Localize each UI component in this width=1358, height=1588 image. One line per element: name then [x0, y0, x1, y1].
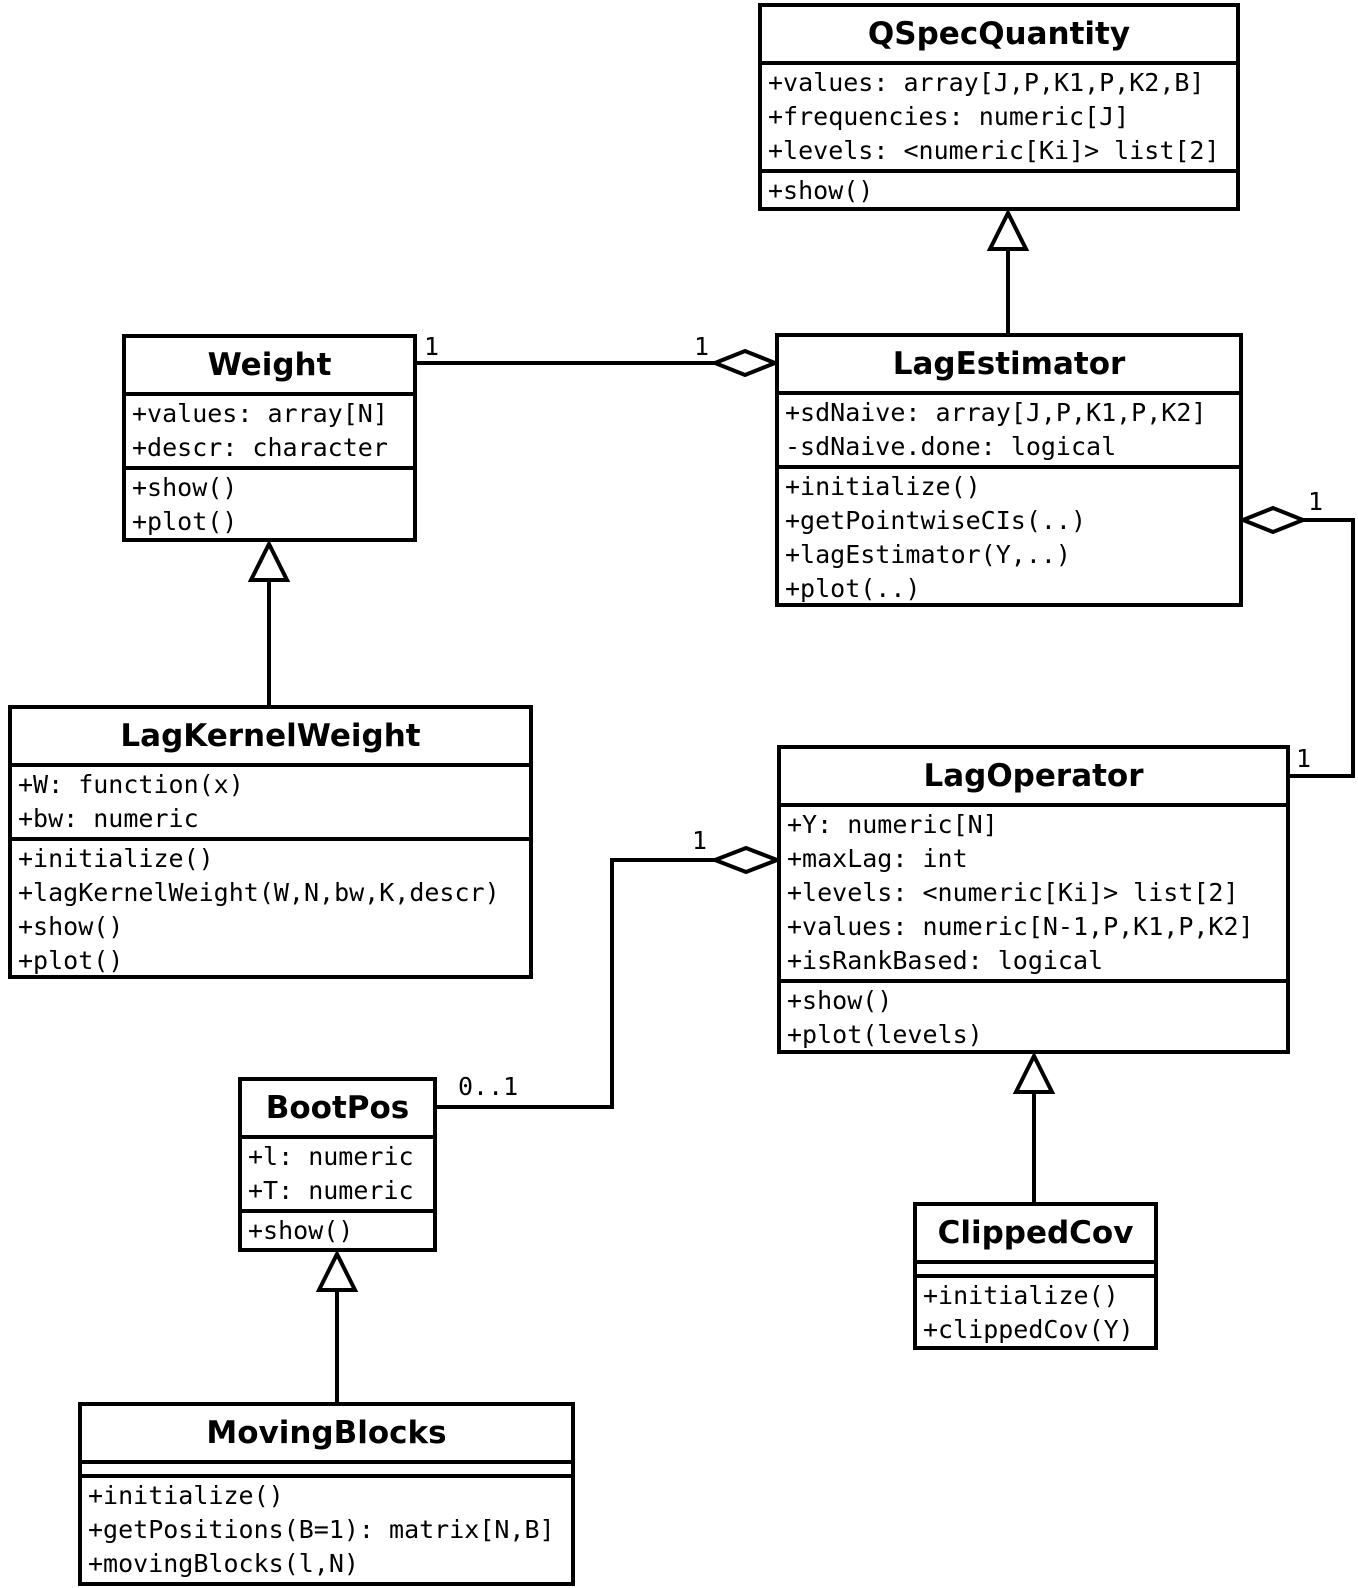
method-row: +show(): [132, 473, 238, 502]
attribute-row: +W: function(x): [18, 770, 244, 799]
method-row: +initialize(): [923, 1281, 1119, 1310]
class-name: Weight: [126, 338, 413, 396]
method-row: +getPositions(B=1): matrix[N,B]: [88, 1515, 555, 1544]
method-row: +show(): [18, 912, 124, 941]
multiplicity-label: 1: [694, 332, 710, 361]
inheritance-triangle-icon: [986, 208, 1030, 251]
attributes-compartment: +values: array[J,P,K1,P,K2,B] +frequenci…: [762, 65, 1236, 173]
method-row: +show(): [787, 986, 893, 1015]
multiplicity-label: 1: [1296, 744, 1312, 773]
attribute-row: +maxLag: int: [787, 844, 968, 873]
class-box-weight: Weight +values: array[N] +descr: charact…: [122, 334, 417, 542]
attributes-compartment-empty: [82, 1464, 571, 1478]
class-box-movingblocks: MovingBlocks +initialize() +getPositions…: [78, 1402, 575, 1586]
method-row: +show(): [768, 176, 874, 205]
class-name: LagKernelWeight: [12, 709, 529, 767]
methods-compartment: +show() +plot(levels): [781, 983, 1286, 1053]
attribute-row: +Y: numeric[N]: [787, 810, 998, 839]
aggregation-diamond-icon: [709, 348, 781, 378]
methods-compartment: +initialize() +getPointwiseCIs(..) +lagE…: [779, 469, 1239, 607]
attributes-compartment: +values: array[N] +descr: character: [126, 396, 413, 470]
aggregation-diamond-icon: [709, 845, 783, 875]
method-row: +lagEstimator(Y,..): [785, 540, 1071, 569]
attribute-row: +descr: character: [132, 433, 388, 462]
method-row: +plot(): [132, 507, 238, 536]
methods-compartment: +initialize() +clippedCov(Y): [917, 1278, 1154, 1348]
attribute-row: +levels: <numeric[Ki]> list[2]: [787, 878, 1239, 907]
multiplicity-label: 1: [692, 826, 708, 855]
multiplicity-label: 1: [1308, 487, 1324, 516]
attribute-row: +T: numeric: [248, 1176, 414, 1205]
method-row: +plot(..): [785, 574, 921, 603]
class-box-clippedcov: ClippedCov +initialize() +clippedCov(Y): [913, 1202, 1158, 1350]
attribute-row: +sdNaive: array[J,P,K1,P,K2]: [785, 398, 1207, 427]
attributes-compartment: +W: function(x) +bw: numeric: [12, 767, 529, 841]
generalization-clippedcov-to-lagoperator: [1012, 1051, 1056, 1202]
class-name: LagOperator: [781, 749, 1286, 807]
generalization-lagestimator-to-qspecquantity: [986, 208, 1030, 333]
inheritance-triangle-icon: [315, 1249, 359, 1292]
methods-compartment: +show(): [762, 173, 1236, 209]
attribute-row: +l: numeric: [248, 1142, 414, 1171]
generalization-lagkernelweight-to-weight: [247, 539, 291, 707]
class-box-bootpos: BootPos +l: numeric +T: numeric +show(): [238, 1077, 437, 1252]
multiplicity-label: 1: [424, 332, 440, 361]
method-row: +initialize(): [18, 844, 214, 873]
attribute-row: +isRankBased: logical: [787, 946, 1104, 975]
attributes-compartment: +sdNaive: array[J,P,K1,P,K2] -sdNaive.do…: [779, 395, 1239, 469]
method-row: +movingBlocks(l,N): [88, 1549, 359, 1578]
class-box-lagoperator: LagOperator +Y: numeric[N] +maxLag: int …: [777, 745, 1290, 1054]
method-row: +plot(levels): [787, 1020, 983, 1049]
methods-compartment: +show() +plot(): [126, 470, 413, 540]
class-name: MovingBlocks: [82, 1406, 571, 1464]
generalization-movingblocks-to-bootpos: [315, 1249, 359, 1402]
class-box-lagestimator: LagEstimator +sdNaive: array[J,P,K1,P,K2…: [775, 333, 1243, 607]
class-name: LagEstimator: [779, 337, 1239, 395]
attribute-row: -sdNaive.done: logical: [785, 432, 1117, 461]
attributes-compartment: +l: numeric +T: numeric: [242, 1139, 433, 1213]
methods-compartment: +initialize() +lagKernelWeight(W,N,bw,K,…: [12, 841, 529, 979]
method-row: +clippedCov(Y): [923, 1315, 1134, 1344]
attribute-row: +levels: <numeric[Ki]> list[2]: [768, 136, 1220, 165]
method-row: +plot(): [18, 946, 124, 975]
class-name: ClippedCov: [917, 1206, 1154, 1264]
methods-compartment: +initialize() +getPositions(B=1): matrix…: [82, 1478, 571, 1582]
method-row: +getPointwiseCIs(..): [785, 506, 1087, 535]
method-row: +show(): [248, 1216, 354, 1245]
method-row: +lagKernelWeight(W,N,bw,K,descr): [18, 878, 500, 907]
multiplicity-label: 0..1: [458, 1072, 519, 1101]
aggregation-diamond-icon: [1237, 505, 1309, 535]
inheritance-triangle-icon: [1012, 1051, 1056, 1094]
attribute-row: +bw: numeric: [18, 804, 199, 833]
aggregation-bootpos-lagoperator: [437, 845, 783, 1109]
method-row: +initialize(): [785, 472, 981, 501]
attributes-compartment-empty: [917, 1264, 1154, 1278]
class-box-qspecquantity: QSpecQuantity +values: array[J,P,K1,P,K2…: [758, 3, 1240, 211]
inheritance-triangle-icon: [247, 539, 291, 582]
attributes-compartment: +Y: numeric[N] +maxLag: int +levels: <nu…: [781, 807, 1286, 983]
attribute-row: +values: array[N]: [132, 399, 388, 428]
method-row: +initialize(): [88, 1481, 284, 1510]
attribute-row: +frequencies: numeric[J]: [768, 102, 1130, 131]
attribute-row: +values: numeric[N-1,P,K1,P,K2]: [787, 912, 1254, 941]
class-box-lagkernelweight: LagKernelWeight +W: function(x) +bw: num…: [8, 705, 533, 979]
class-name: QSpecQuantity: [762, 7, 1236, 65]
attribute-row: +values: array[J,P,K1,P,K2,B]: [768, 68, 1205, 97]
aggregation-lagestimator-lagoperator: [1237, 505, 1355, 778]
class-name: BootPos: [242, 1081, 433, 1139]
aggregation-weight-lagestimator: [417, 348, 781, 378]
methods-compartment: +show(): [242, 1213, 433, 1249]
